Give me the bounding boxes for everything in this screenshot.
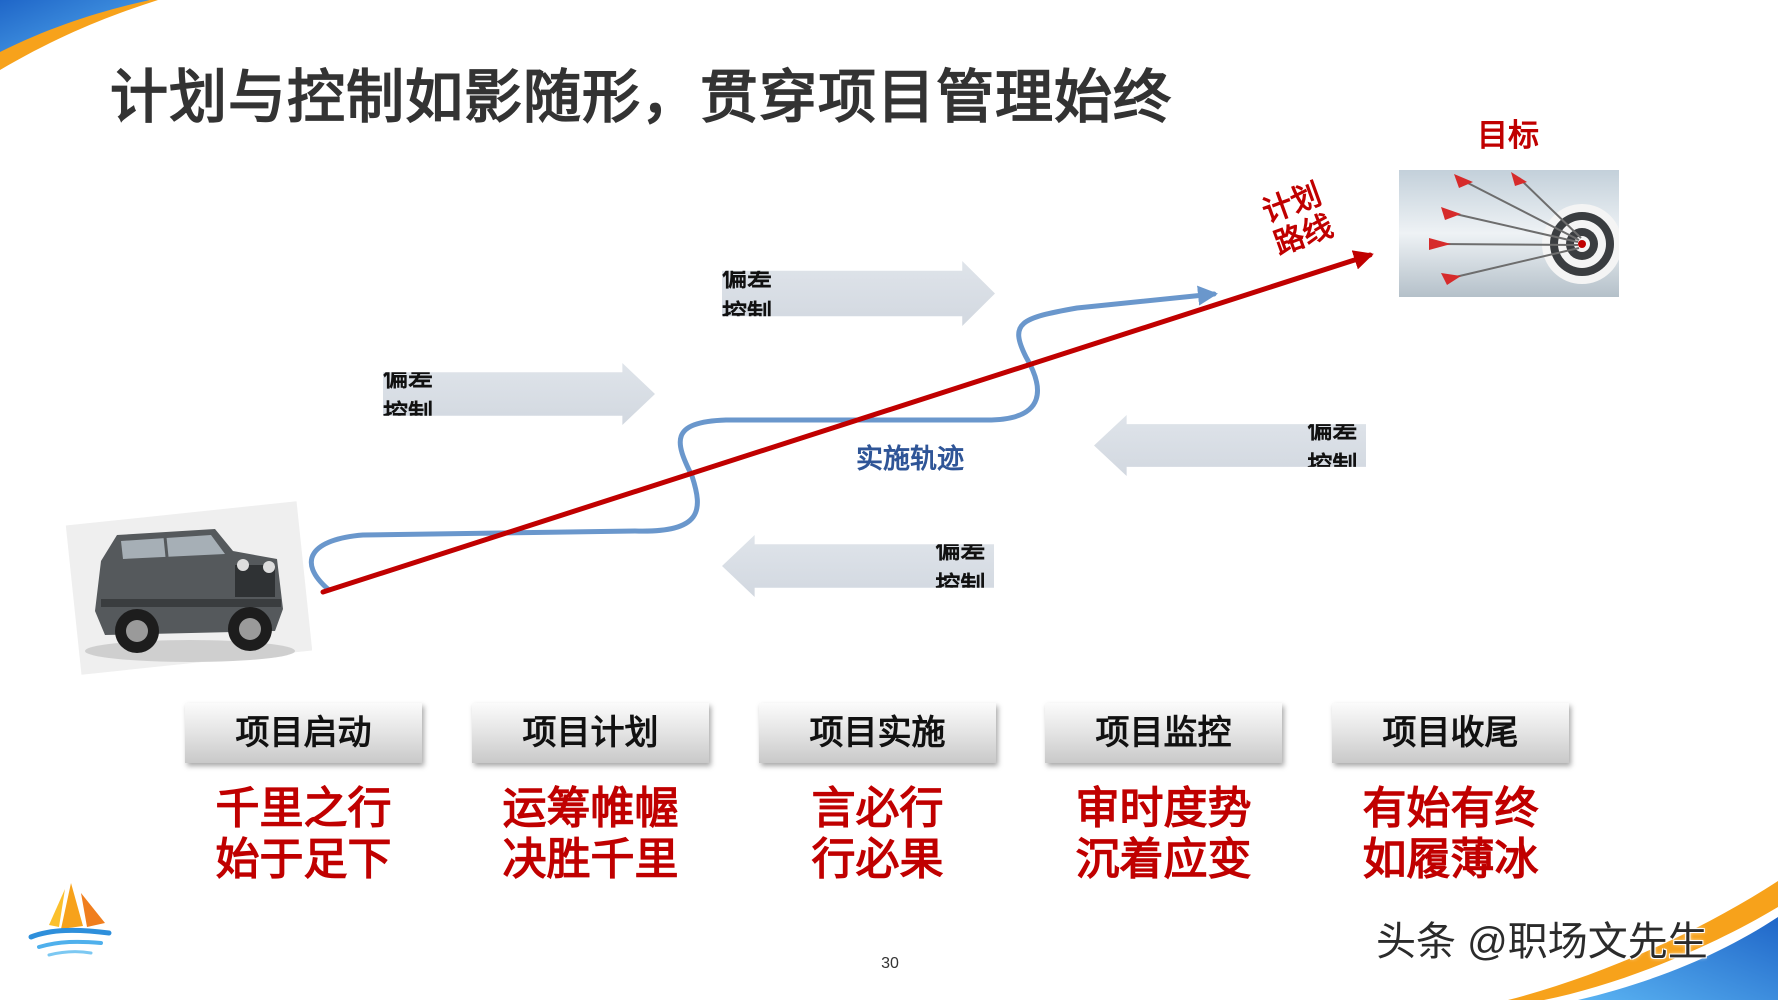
phase-column: 项目启动 千里之行 始于足下 <box>185 703 422 885</box>
deviation-control-label: 偏差控制 <box>935 536 986 600</box>
target-image <box>1399 170 1619 297</box>
phase-box: 项目收尾 <box>1332 703 1569 763</box>
goal-label: 目标 <box>1477 118 1539 153</box>
phase-motto-line: 审时度势 <box>1075 784 1252 833</box>
phase-column: 项目监控 审时度势 沉着应变 <box>1045 703 1282 885</box>
deviation-control-arrow: 偏差控制 <box>1094 415 1366 476</box>
phase-motto-line: 言必行 <box>811 784 944 833</box>
archery-target-icon <box>1542 204 1619 284</box>
deviation-control-arrow: 偏差控制 <box>383 363 655 425</box>
deviation-control-label: 偏差控制 <box>1307 415 1358 480</box>
phase-motto-line: 始于足下 <box>215 835 392 884</box>
phase-motto: 千里之行 始于足下 <box>185 783 422 885</box>
phase-motto: 审时度势 沉着应变 <box>1045 783 1282 885</box>
phase-box: 项目监控 <box>1045 703 1282 763</box>
deviation-control-label: 偏差控制 <box>722 263 773 328</box>
car-image <box>65 501 312 675</box>
page-number: 30 <box>881 955 899 972</box>
deviation-control-arrow: 偏差控制 <box>722 535 994 597</box>
phase-motto: 有始有终 如履薄冰 <box>1332 783 1569 885</box>
phase-column: 项目收尾 有始有终 如履薄冰 <box>1332 703 1569 885</box>
plan-route-label: 计划 路线 <box>1241 172 1354 269</box>
phase-box: 项目启动 <box>185 703 422 763</box>
trajectory-label: 实施轨迹 <box>856 444 964 474</box>
phase-motto-line: 千里之行 <box>215 784 392 833</box>
phase-motto-line: 行必果 <box>811 835 944 884</box>
sailboat-logo-icon <box>28 883 112 957</box>
deviation-control-label: 偏差控制 <box>383 364 434 428</box>
phase-motto: 运筹帷幄 决胜千里 <box>472 783 709 885</box>
phase-motto-line: 沉着应变 <box>1075 835 1252 884</box>
phase-column: 项目实施 言必行 行必果 <box>759 703 996 885</box>
phase-column: 项目计划 运筹帷幄 决胜千里 <box>472 703 709 885</box>
corner-decoration-top-left <box>0 0 158 70</box>
slide-title: 计划与控制如影随形，贯穿项目管理始终 <box>110 65 1173 130</box>
phase-motto: 言必行 行必果 <box>759 783 996 885</box>
corner-decoration-bottom-right <box>1508 881 1778 1000</box>
phase-motto-line: 决胜千里 <box>502 835 679 884</box>
phase-box: 项目计划 <box>472 703 709 763</box>
phase-box: 项目实施 <box>759 703 996 763</box>
watermark: 头条 @职场文先生 <box>1376 920 1708 964</box>
car-icon <box>95 529 283 653</box>
phase-motto-line: 运筹帷幄 <box>502 784 679 833</box>
phase-motto-line: 有始有终 <box>1362 784 1539 833</box>
deviation-control-arrow: 偏差控制 <box>722 261 995 326</box>
phase-motto-line: 如履薄冰 <box>1362 835 1539 884</box>
